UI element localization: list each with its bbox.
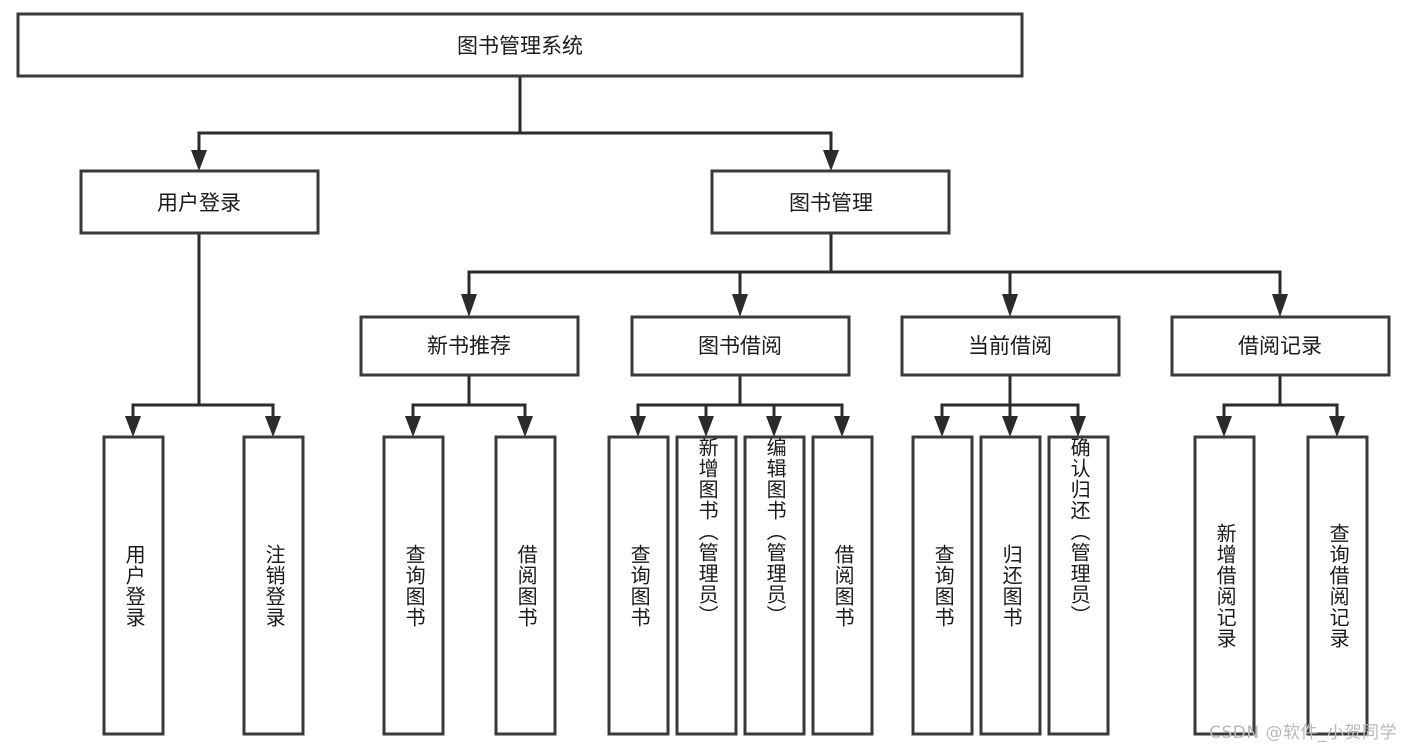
node-root-label: 图书管理系统 (457, 34, 583, 58)
node-book-manage-label: 图书管理 (789, 191, 873, 215)
connector-user-login-to-leaves (125, 232, 281, 437)
connector-book-manage-to-level3 (461, 232, 1288, 317)
node-leaf-return-book[interactable] (979, 435, 1042, 736)
node-leaf-edit-book[interactable] (743, 435, 806, 736)
node-leaf-confirm-return[interactable] (1047, 435, 1110, 736)
node-leaf-add-book[interactable] (675, 435, 738, 736)
node-book-borrow[interactable]: 图书借阅 (630, 315, 851, 377)
connector-current-borrow-to-leaves (934, 374, 1086, 437)
connector-book-borrow-to-leaves (630, 374, 850, 437)
node-leaf-query-record[interactable] (1306, 435, 1369, 736)
node-leaf-add-record[interactable] (1193, 435, 1256, 736)
node-borrow-record[interactable]: 借阅记录 (1170, 315, 1391, 377)
connector-new-book-recommend-to-leaves (405, 374, 533, 437)
node-root[interactable]: 图书管理系统 (16, 12, 1024, 78)
node-leaf-borrow-book-2[interactable] (811, 435, 874, 736)
connector-root-to-level2 (191, 74, 839, 171)
node-leaf-borrow-book-1[interactable] (494, 435, 557, 736)
node-book-borrow-label: 图书借阅 (698, 334, 782, 358)
node-leaf-query-book-3[interactable] (911, 435, 974, 736)
node-user-login-label: 用户登录 (157, 191, 241, 215)
node-book-manage[interactable]: 图书管理 (710, 169, 951, 235)
node-new-book-recommend[interactable]: 新书推荐 (359, 315, 580, 377)
connector-borrow-record-to-leaves (1216, 374, 1345, 437)
node-leaf-query-book-1[interactable] (382, 435, 445, 736)
node-current-borrow[interactable]: 当前借阅 (900, 315, 1121, 377)
node-leaf-logout-login[interactable] (242, 435, 305, 736)
node-borrow-record-label: 借阅记录 (1238, 334, 1322, 358)
node-current-borrow-label: 当前借阅 (968, 334, 1052, 358)
node-leaf-query-book-2[interactable] (607, 435, 670, 736)
node-user-login[interactable]: 用户登录 (79, 169, 320, 235)
csdn-watermark: CSDN @软件_小贺同学 (1209, 723, 1397, 743)
node-new-book-recommend-label: 新书推荐 (427, 334, 511, 358)
node-leaf-user-login[interactable] (102, 435, 165, 736)
